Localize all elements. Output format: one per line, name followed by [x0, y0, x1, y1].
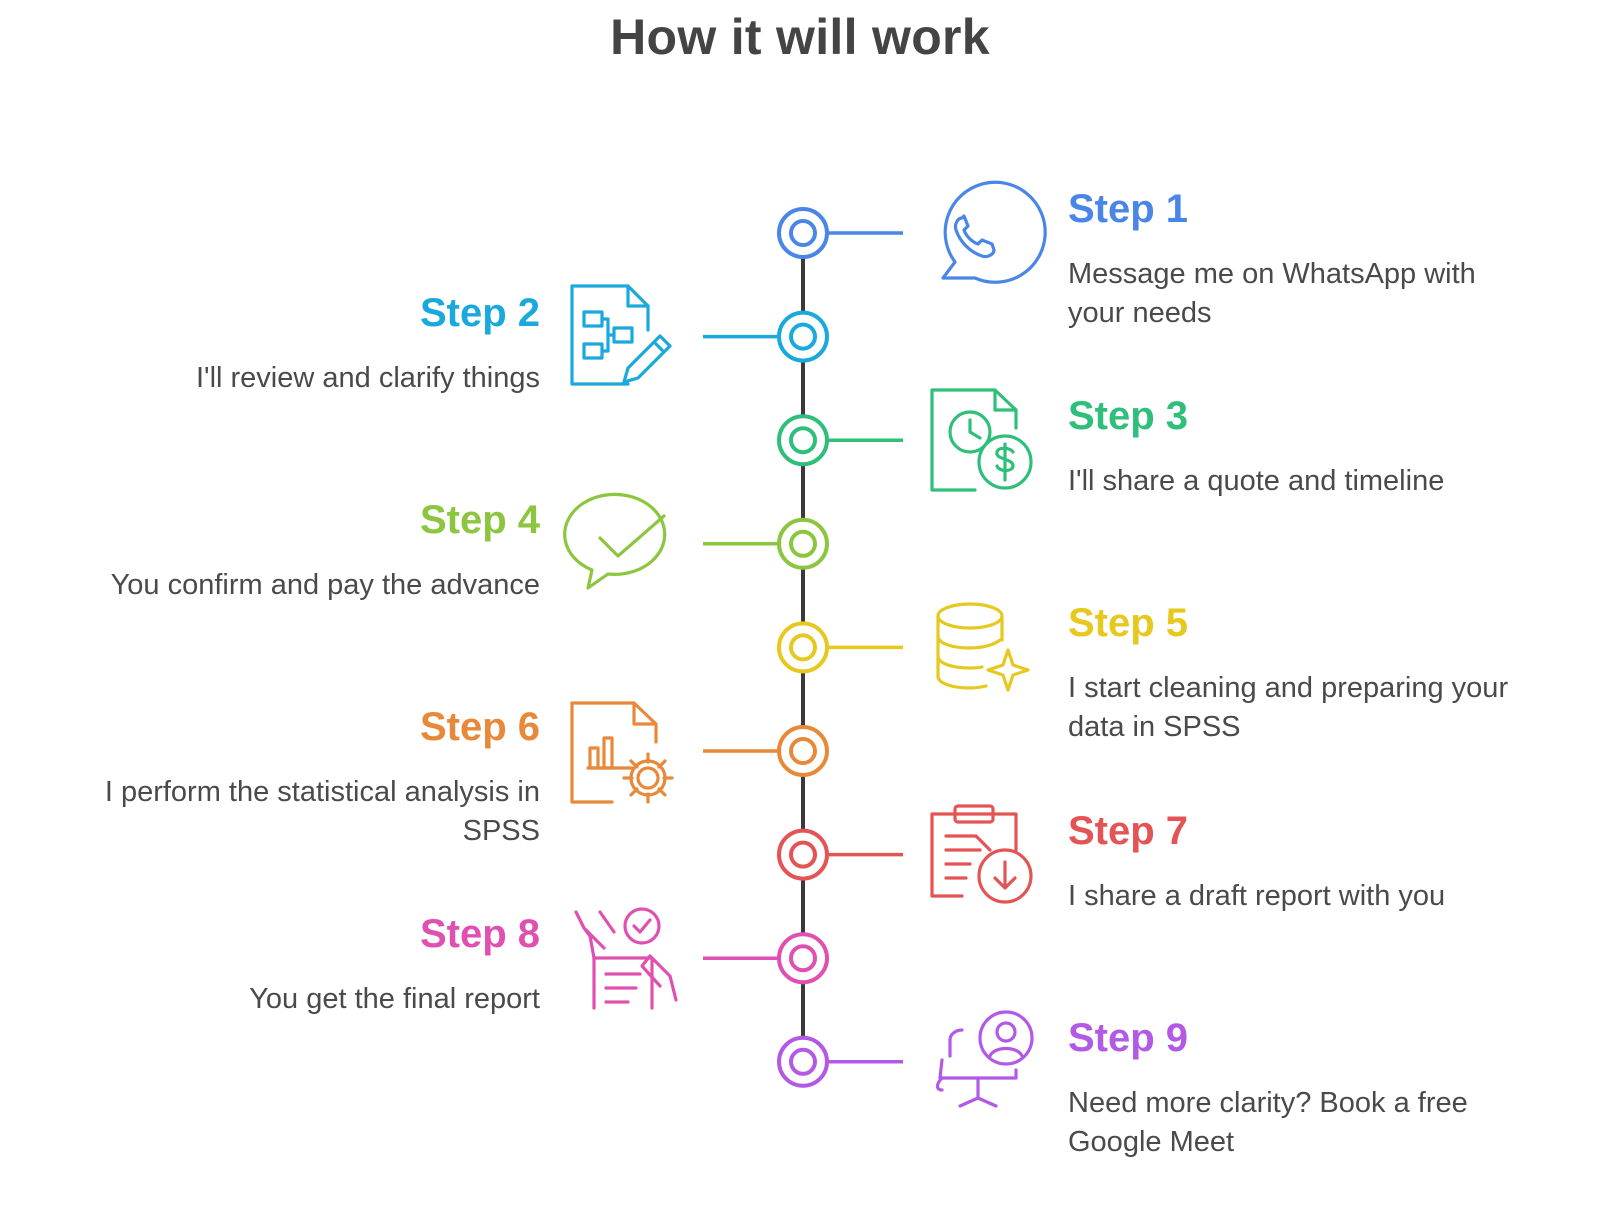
step-1-description: Message me on WhatsApp with your needs — [1068, 258, 1476, 329]
timeline-node-inner-6 — [789, 737, 817, 765]
step-6-label: Step 6 — [419, 705, 540, 749]
step-3-label: Step 3 — [1068, 394, 1189, 439]
step-8-description: You get the final report — [249, 983, 540, 1016]
step-5-label: Step 5 — [1068, 601, 1189, 646]
timeline-node-inner-1 — [789, 219, 817, 247]
document-edit-icon — [570, 284, 672, 386]
step-7-description: I share a draft report with you — [1068, 879, 1446, 912]
whatsapp-phone-icon — [941, 180, 1047, 284]
step-5-description: I start cleaning and preparing your data… — [1068, 672, 1509, 744]
step-8-label: Step 8 — [419, 912, 540, 957]
timeline-node-inner-3 — [789, 426, 817, 455]
database-sparkle-icon — [936, 602, 1030, 692]
step-7-label: Step 7 — [1068, 808, 1189, 853]
timeline-node-inner-5 — [789, 633, 817, 662]
report-approve-icon — [574, 907, 678, 1010]
chat-check-icon — [563, 492, 667, 590]
step-3-description: I'll share a quote and timeline — [1068, 465, 1445, 498]
step-2-label: Step 2 — [419, 290, 540, 335]
timeline-node-inner-8 — [789, 944, 817, 973]
timeline-node-inner-2 — [789, 322, 817, 351]
timeline-node-inner-7 — [789, 840, 817, 869]
timeline-node-inner-9 — [789, 1047, 817, 1076]
step-4-label: Step 4 — [419, 497, 540, 542]
page-title: How it will work — [610, 9, 990, 65]
step-6-description: I perform the statistical analysis in SP… — [104, 776, 540, 847]
timeline-node-inner-4 — [789, 529, 817, 558]
quote-clock-dollar-icon — [930, 388, 1033, 492]
consultant-chair-icon — [935, 1010, 1034, 1108]
step-4-description: You confirm and pay the advance — [110, 568, 540, 601]
step-2-description: I'll review and clarify things — [195, 361, 540, 394]
clipboard-download-icon — [930, 804, 1033, 904]
step-9-label: Step 9 — [1068, 1015, 1189, 1060]
step-1-label: Step 1 — [1068, 187, 1189, 231]
chart-gear-icon — [570, 701, 674, 804]
step-9-description: Need more clarity? Book a free Google Me… — [1068, 1086, 1468, 1158]
